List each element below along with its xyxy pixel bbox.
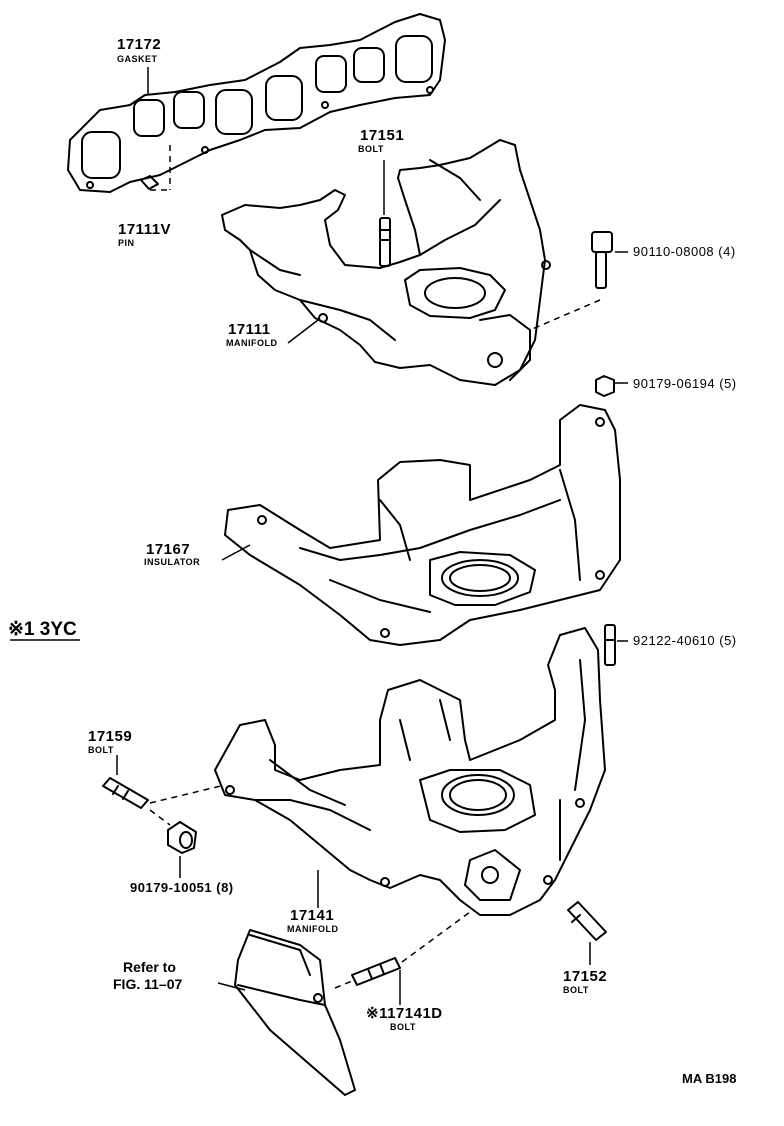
variant-note: ※1 3YC bbox=[8, 619, 77, 640]
insulator-part-number: 17167 bbox=[146, 541, 191, 558]
bolt-117141D-part-name: BOLT bbox=[390, 1022, 416, 1032]
stud-92122-part-number: 92122-40610 (5) bbox=[633, 633, 737, 648]
nut-90179-06194-part-number: 90179-06194 (5) bbox=[633, 376, 737, 391]
bolt-17152-part-number: 17152 bbox=[563, 968, 608, 985]
gasket-drawing bbox=[67, 13, 446, 193]
bolt-90110-part-number: 90110-08008 (4) bbox=[633, 244, 736, 259]
pin-part-name: PIN bbox=[118, 238, 135, 248]
nut-90179-10051-part-number: 90179-10051 (8) bbox=[130, 880, 234, 895]
intake-manifold-drawing bbox=[221, 139, 551, 386]
heat-shield-drawing bbox=[234, 929, 356, 1096]
stud-17151-drawing bbox=[379, 217, 391, 267]
bolt-17159-drawing bbox=[102, 777, 149, 809]
gasket-part-name: GASKET bbox=[117, 54, 158, 64]
pin-part-number: 17111V bbox=[118, 221, 172, 238]
bolt-117141D-part-number: ※117141D bbox=[366, 1005, 443, 1022]
intake-manifold-part-number: 17111 bbox=[228, 321, 271, 338]
bolt-17152-drawing bbox=[567, 901, 607, 941]
bolt-90110-drawing bbox=[591, 231, 613, 289]
reference-line-1: Refer to bbox=[123, 959, 176, 975]
bolt-17159-part-name: BOLT bbox=[88, 745, 114, 755]
bolt-17152-part-name: BOLT bbox=[563, 985, 589, 995]
intake-manifold-part-name: MANIFOLD bbox=[226, 338, 278, 348]
exhaust-manifold-part-number: 17141 bbox=[290, 907, 335, 924]
pin-drawing bbox=[140, 175, 159, 190]
bolt-17151-part-number: 17151 bbox=[360, 127, 405, 144]
stud-92122-drawing bbox=[604, 624, 616, 666]
insulator-drawing bbox=[224, 404, 621, 646]
nut-90179-06194-drawing bbox=[595, 375, 615, 397]
exhaust-manifold-drawing bbox=[214, 627, 606, 916]
bolt-117141D-drawing bbox=[351, 957, 401, 986]
bolt-17151-part-name: BOLT bbox=[358, 144, 384, 154]
exhaust-manifold-part-name: MANIFOLD bbox=[287, 924, 339, 934]
reference-line-2: FIG. 11–07 bbox=[113, 976, 183, 992]
insulator-part-name: INSULATOR bbox=[144, 557, 201, 567]
bolt-17159-part-number: 17159 bbox=[88, 728, 133, 745]
nut-90179-10051-drawing bbox=[167, 821, 197, 854]
diagram-code: MA B198 bbox=[682, 1071, 737, 1086]
gasket-part-number: 17172 bbox=[117, 36, 162, 53]
